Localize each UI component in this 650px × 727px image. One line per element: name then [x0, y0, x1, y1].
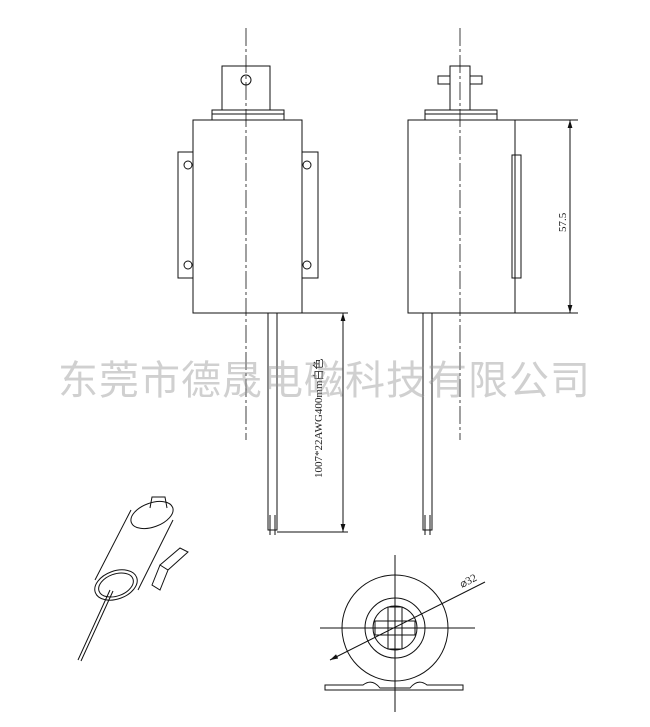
isometric-view	[77, 496, 189, 662]
height-dimension: 57.5	[557, 212, 569, 232]
company-watermark: 东莞市德晟电磁科技有限公司	[58, 358, 591, 404]
diameter-dimension: ⌀32	[458, 572, 479, 591]
wire-spec-label: 1007*22AWG400mm白色	[311, 358, 325, 478]
front-view: 1007*22AWG400mm白色	[177, 28, 348, 535]
side-view: 57.5	[407, 28, 578, 535]
bottom-view: ⌀32	[320, 555, 486, 712]
